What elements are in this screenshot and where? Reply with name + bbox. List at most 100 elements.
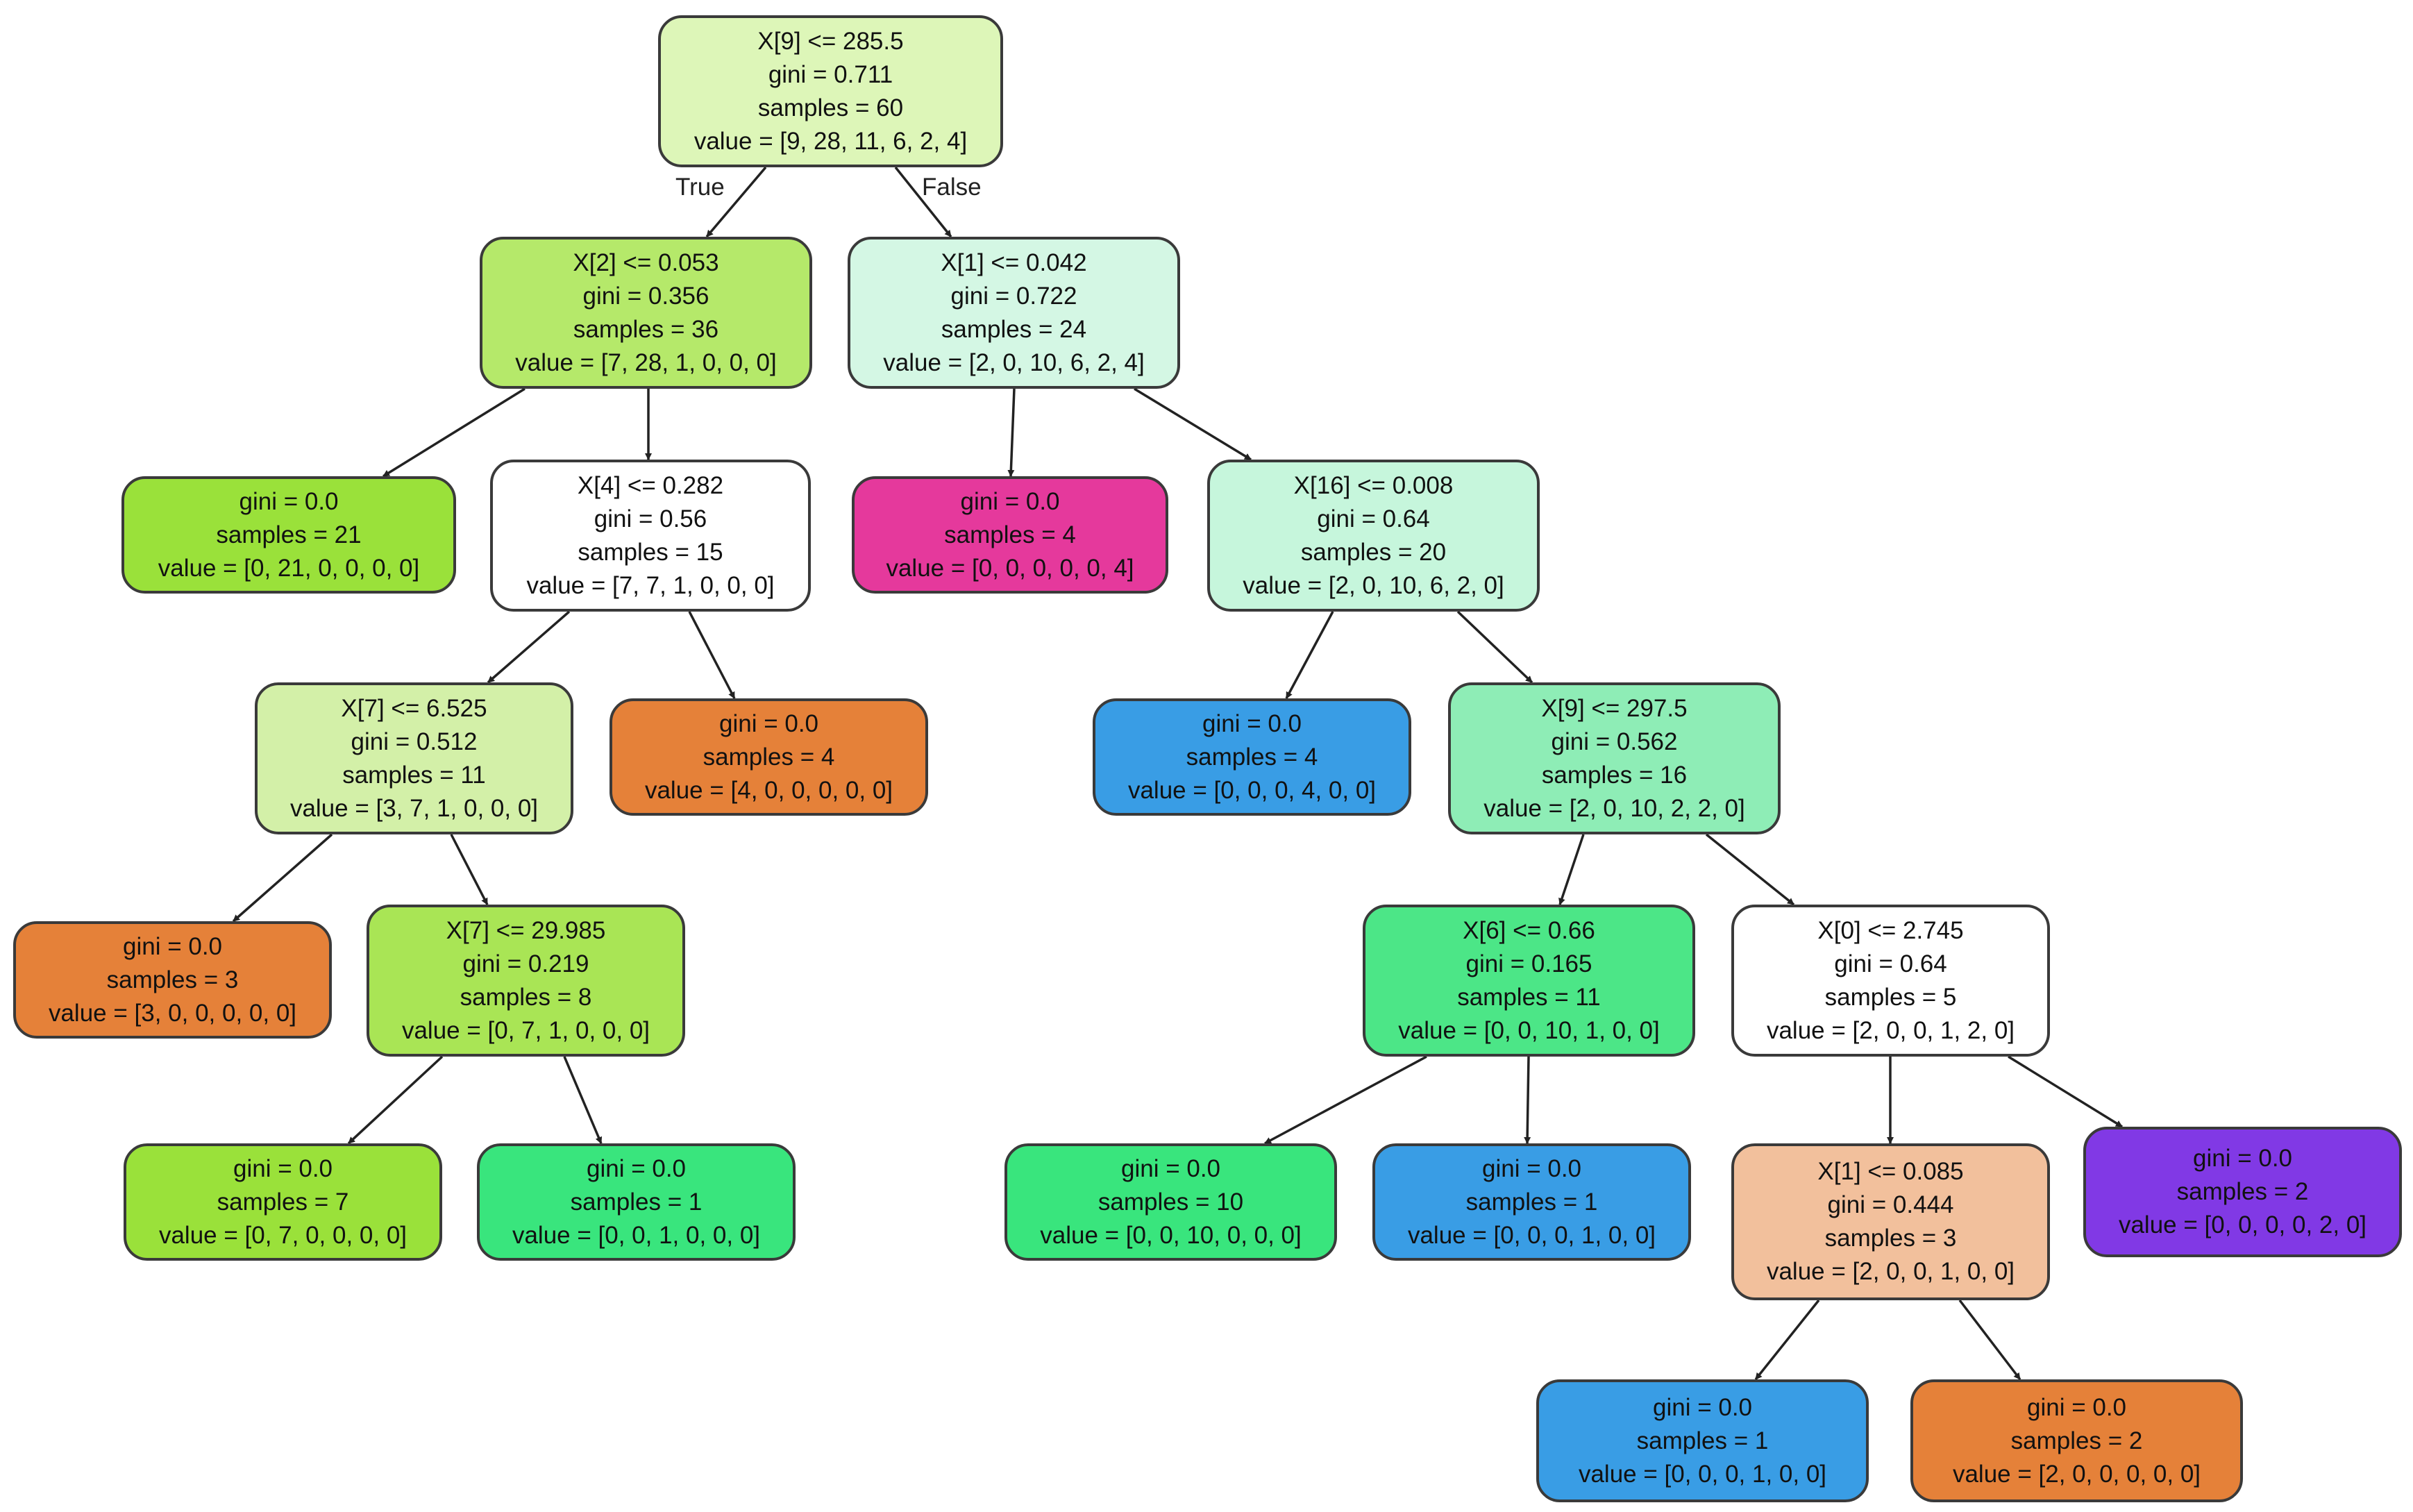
node-text-line: samples = 2 [2176, 1178, 2309, 1205]
node-text-line: samples = 5 [1824, 983, 1957, 1011]
tree-node-n0: X[9] <= 285.5 gini = 0.711 samples = 60 val… [658, 15, 1003, 167]
node-text-line: value = [0, 0, 0, 4, 0, 0] [1127, 776, 1377, 804]
node-text-line: value = [0, 21, 0, 0, 0, 0] [158, 554, 420, 582]
node-text-line: samples = 8 [460, 983, 592, 1011]
node-text-line: gini = 0.56 [594, 505, 707, 532]
edge-n4-n8 [688, 611, 736, 699]
edge-n10-n13 [1558, 834, 1585, 905]
node-text-line: samples = 36 [573, 315, 719, 343]
node-text-line: value = [7, 7, 1, 0, 0, 0] [526, 571, 775, 599]
edge-n2-n5 [1007, 388, 1016, 477]
edge-n19-n21 [1754, 1299, 1820, 1381]
node-text-line: samples = 1 [1465, 1188, 1598, 1216]
node-text-line: value = [7, 28, 1, 0, 0, 0] [515, 348, 777, 376]
node-text-line: X[9] <= 297.5 [1541, 694, 1688, 722]
node-text-line: X[7] <= 29.985 [446, 916, 606, 944]
node-text-line: X[9] <= 285.5 [757, 27, 904, 55]
node-text-line: samples = 11 [342, 761, 486, 789]
node-text-line: X[7] <= 6.525 [341, 694, 487, 722]
node-text-line: X[4] <= 0.282 [577, 471, 724, 499]
node-text-line: gini = 0.0 [1481, 1154, 1582, 1182]
tree-node-n3: gini = 0.0 samples = 21 value = [0, 21, 0,… [121, 476, 456, 594]
node-text-line: X[1] <= 0.042 [941, 249, 1087, 276]
node-text-line: value = [3, 0, 0, 0, 0, 0] [48, 999, 297, 1027]
node-text-line: gini = 0.0 [1202, 709, 1302, 737]
edge-label-false: False [922, 174, 982, 201]
edge-label-true: True [675, 174, 725, 201]
node-text-line: samples = 1 [1636, 1427, 1769, 1454]
node-text-line: value = [2, 0, 10, 2, 2, 0] [1483, 794, 1745, 822]
node-text-line: samples = 2 [2010, 1427, 2143, 1454]
edge-n13-n17 [1264, 1055, 1427, 1145]
node-text-line: value = [2, 0, 0, 1, 0, 0] [1766, 1258, 2015, 1285]
node-text-line: samples = 16 [1541, 761, 1688, 789]
edge-n12-n15 [347, 1055, 444, 1145]
node-text-line: value = [2, 0, 10, 6, 2, 0] [1243, 571, 1504, 599]
node-text-line: value = [0, 0, 0, 1, 0, 0] [1578, 1460, 1827, 1488]
tree-node-n4: X[4] <= 0.282 gini = 0.56 samples = 15 valu… [490, 460, 811, 612]
node-text-line: value = [3, 7, 1, 0, 0, 0] [289, 794, 539, 822]
node-text-line: gini = 0.64 [1317, 505, 1430, 532]
node-text-line: samples = 11 [1457, 983, 1601, 1011]
node-text-line: samples = 4 [1186, 743, 1318, 771]
node-text-line: samples = 10 [1098, 1188, 1244, 1216]
node-text-line: value = [2, 0, 0, 0, 0, 0] [1952, 1460, 2201, 1488]
node-text-line: gini = 0.562 [1551, 728, 1678, 755]
node-text-line: gini = 0.0 [586, 1154, 687, 1182]
node-text-line: gini = 0.219 [462, 950, 589, 977]
node-text-line: gini = 0.64 [1834, 950, 1947, 977]
node-text-line: X[16] <= 0.008 [1293, 471, 1454, 499]
edge-n4-n7 [487, 610, 571, 684]
edge-n10-n14 [1705, 833, 1795, 906]
tree-node-n10: X[9] <= 297.5 gini = 0.562 samples = 16 val… [1448, 682, 1781, 834]
node-text-line: value = [2, 0, 0, 1, 2, 0] [1766, 1016, 2015, 1044]
edge-n12-n16 [563, 1056, 603, 1144]
node-text-line: value = [2, 0, 10, 6, 2, 4] [883, 348, 1145, 376]
node-text-line: samples = 1 [570, 1188, 703, 1216]
node-text-line: samples = 7 [217, 1188, 349, 1216]
edge-n14-n20 [2008, 1055, 2123, 1128]
node-text-line: gini = 0.0 [233, 1154, 333, 1182]
node-text-line: value = [0, 0, 10, 1, 0, 0] [1398, 1016, 1660, 1044]
node-text-line: samples = 15 [578, 538, 723, 566]
edge-n6-n9 [1285, 611, 1334, 699]
edge-n1-n3 [382, 387, 526, 478]
tree-node-n12: X[7] <= 29.985 gini = 0.219 samples = 8 val… [367, 905, 685, 1057]
node-text-line: X[6] <= 0.66 [1463, 916, 1595, 944]
node-text-line: value = [0, 0, 0, 0, 0, 4] [886, 554, 1134, 582]
node-text-line: gini = 0.0 [239, 487, 339, 515]
edge-n6-n10 [1456, 610, 1533, 684]
edge-n13-n18 [1524, 1056, 1531, 1144]
edge-n0-n2 [894, 166, 952, 238]
edge-n7-n12 [450, 834, 489, 905]
node-text-line: gini = 0.512 [351, 728, 478, 755]
node-text-line: value = [4, 0, 0, 0, 0, 0] [644, 776, 893, 804]
node-text-line: value = [0, 7, 1, 0, 0, 0] [401, 1016, 650, 1044]
node-text-line: samples = 21 [216, 521, 362, 548]
tree-node-n7: X[7] <= 6.525 gini = 0.512 samples = 11 val… [255, 682, 573, 834]
tree-node-n14: X[0] <= 2.745 gini = 0.64 samples = 5 value… [1731, 905, 2050, 1057]
node-text-line: gini = 0.711 [768, 60, 893, 88]
node-text-line: gini = 0.722 [950, 282, 1077, 310]
node-text-line: gini = 0.0 [2192, 1145, 2293, 1172]
node-text-line: X[0] <= 2.745 [1817, 916, 1964, 944]
node-text-line: value = [0, 7, 0, 0, 0, 0] [158, 1221, 407, 1249]
tree-node-n21: gini = 0.0 samples = 1 value = [0, 0, 0, 1… [1536, 1379, 1869, 1502]
edge-n0-n1 [705, 166, 767, 238]
node-text-line: samples = 60 [757, 94, 904, 121]
node-text-line: gini = 0.0 [1652, 1393, 1753, 1421]
node-text-line: value = [9, 28, 11, 6, 2, 4] [693, 127, 968, 155]
